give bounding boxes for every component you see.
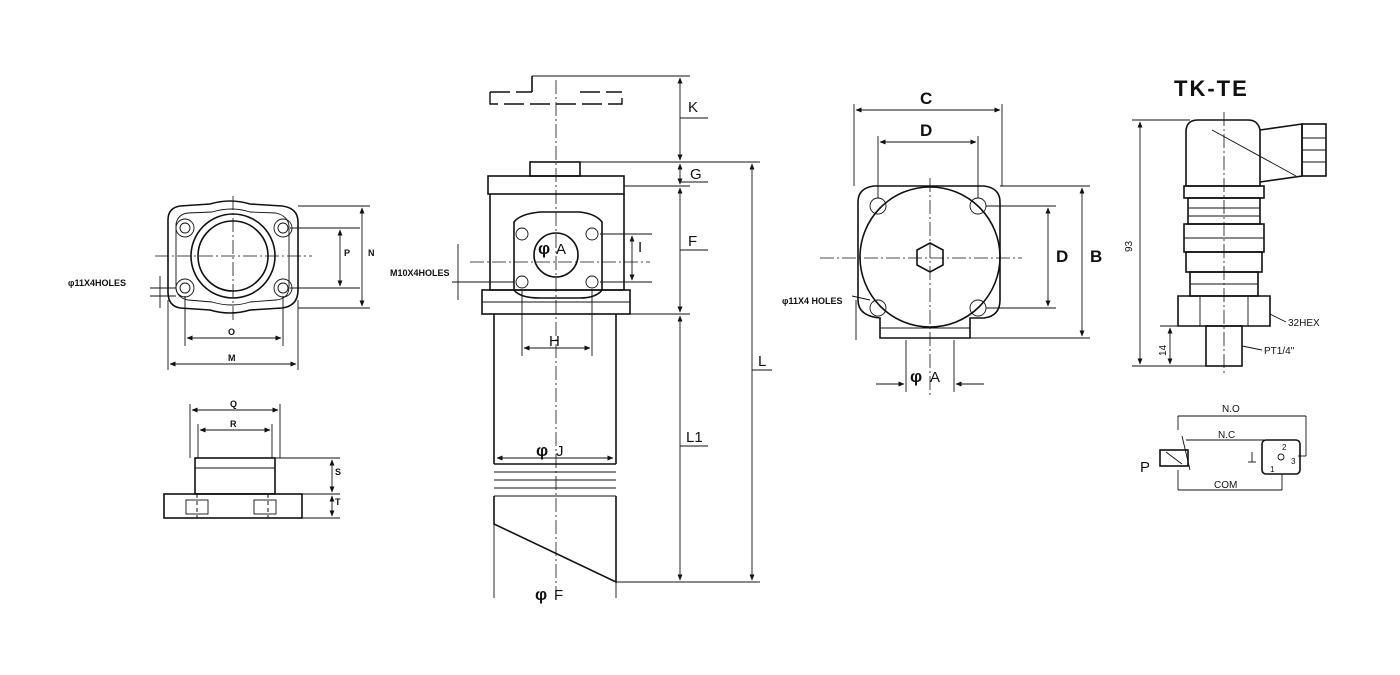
dim-r-label: R	[230, 419, 237, 429]
top-view	[820, 104, 1090, 398]
dim-l-label: L	[758, 353, 766, 370]
sensor-title: TK-TE	[1174, 76, 1249, 101]
dim-f-label: F	[688, 233, 697, 250]
base-view	[163, 404, 340, 519]
dim-g-label: G	[690, 166, 702, 183]
front-phi-a-symbol: φ	[538, 239, 550, 258]
wiring-com-label: COM	[1214, 480, 1237, 491]
wiring-pin3-label: 3	[1291, 457, 1296, 466]
wiring-p-label: P	[1140, 459, 1150, 476]
top-dia-a-label: A	[930, 369, 940, 386]
dim-n-label: N	[368, 248, 375, 258]
flange-view	[150, 196, 370, 370]
wiring-pin1-label: 1	[1270, 465, 1275, 474]
dim-k-label: K	[688, 99, 698, 116]
dim-14-label: 14	[1158, 344, 1169, 356]
dim-c-label: C	[920, 89, 932, 108]
dim-o-label: O	[228, 327, 235, 337]
hex-note: 32HEX	[1288, 318, 1320, 329]
dim-l1-label: L1	[686, 429, 703, 446]
front-dia-j-label: J	[556, 443, 564, 460]
front-hole-note: M10X4HOLES	[390, 268, 450, 278]
thread-note: PT1/4"	[1264, 346, 1295, 357]
dim-d-side-label: D	[1056, 247, 1068, 266]
top-hole-note: φ11X4 HOLES	[782, 296, 842, 306]
front-dia-f-label: F	[554, 587, 563, 604]
front-dia-a-label: A	[556, 241, 566, 258]
dim-d-top-label: D	[920, 121, 932, 140]
front-view	[452, 75, 772, 600]
wiring-diagram	[1159, 415, 1307, 491]
dim-i-label: I	[638, 239, 642, 256]
dim-m-label: M	[228, 353, 236, 363]
dim-b-label: B	[1090, 247, 1102, 266]
dim-t-label: T	[335, 497, 341, 507]
dim-h-label: H	[549, 333, 560, 350]
dim-p-label: P	[344, 248, 350, 258]
wiring-pin2-label: 2	[1282, 443, 1287, 452]
wiring-no-label: N.O	[1222, 404, 1240, 415]
flange-hole-note: φ11X4HOLES	[68, 278, 126, 288]
dim-93-label: 93	[1124, 240, 1135, 252]
front-phi-f-symbol: φ	[535, 585, 547, 604]
dim-q-label: Q	[230, 399, 237, 409]
front-phi-j-symbol: φ	[536, 441, 548, 460]
top-phi-a-symbol: φ	[910, 367, 922, 386]
sensor-view	[1132, 112, 1327, 374]
dim-s-label: S	[335, 467, 341, 477]
wiring-nc-label: N.C	[1218, 430, 1235, 441]
